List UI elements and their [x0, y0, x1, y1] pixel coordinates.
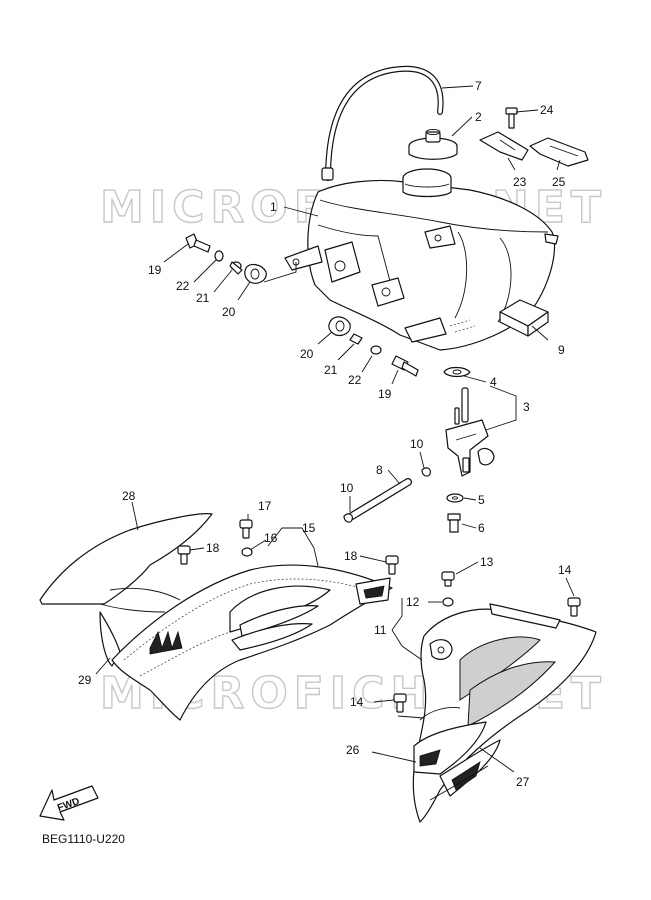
callout-10a: 10	[410, 437, 424, 451]
left-shroud	[111, 564, 393, 721]
callout-7: 7	[475, 79, 482, 93]
callout-20b: 20	[300, 347, 314, 361]
callout-11: 11	[374, 623, 387, 637]
left-shroud-graphic-28	[39, 513, 213, 613]
callout-18a: 18	[206, 541, 220, 555]
callout-1: 1	[270, 200, 277, 214]
callout-21a: 21	[196, 291, 210, 305]
callout-24: 24	[540, 103, 554, 117]
callout-3: 3	[523, 400, 530, 414]
callout-2: 2	[475, 110, 482, 124]
fuel-cock	[443, 366, 495, 533]
fwd-arrow-icon: FWD	[39, 785, 99, 821]
callout-19a: 19	[148, 263, 162, 277]
damper-9	[499, 299, 549, 337]
callout-19b: 19	[378, 387, 392, 401]
callout-17: 17	[258, 499, 272, 513]
shroud-bolts-left	[177, 519, 399, 575]
callout-8: 8	[376, 463, 383, 477]
mount-hardware-upper	[185, 233, 267, 284]
callout-6: 6	[478, 521, 485, 535]
callout-9: 9	[558, 343, 565, 357]
leader-lines	[95, 85, 575, 773]
callout-29: 29	[78, 673, 92, 687]
callout-20a: 20	[222, 305, 236, 319]
callout-10b: 10	[340, 481, 354, 495]
breather-hose	[321, 65, 444, 181]
callout-18b: 18	[344, 549, 358, 563]
bracket-23	[479, 131, 529, 161]
tank-cap	[408, 129, 458, 160]
callout-labels: 1 2 3 4 5 6 7 8 9 10 10 11 12 13 14 14 1…	[78, 79, 572, 789]
callout-15: 15	[302, 521, 316, 535]
callout-25: 25	[552, 175, 566, 189]
callout-4: 4	[490, 375, 497, 389]
right-shroud-graphic-27	[429, 739, 501, 801]
callout-22a: 22	[176, 279, 190, 293]
callout-12: 12	[406, 595, 420, 609]
shroud-bolts-right	[393, 571, 581, 713]
fuel-hose	[343, 467, 431, 523]
callout-14b: 14	[350, 695, 364, 709]
bracket-25	[529, 137, 589, 167]
right-shroud-graphic-26	[413, 721, 487, 775]
callout-16: 16	[264, 531, 278, 545]
callout-14a: 14	[558, 563, 572, 577]
callout-5: 5	[478, 493, 485, 507]
callout-27: 27	[516, 775, 530, 789]
callout-13: 13	[480, 555, 494, 569]
callout-23: 23	[513, 175, 527, 189]
callout-22b: 22	[348, 373, 362, 387]
mount-hardware-lower	[328, 316, 419, 377]
bolt-24	[505, 107, 518, 129]
callout-28: 28	[122, 489, 136, 503]
callout-21b: 21	[324, 363, 338, 377]
reference-code: BEG1110-U220	[42, 832, 125, 846]
callout-26: 26	[346, 743, 360, 757]
